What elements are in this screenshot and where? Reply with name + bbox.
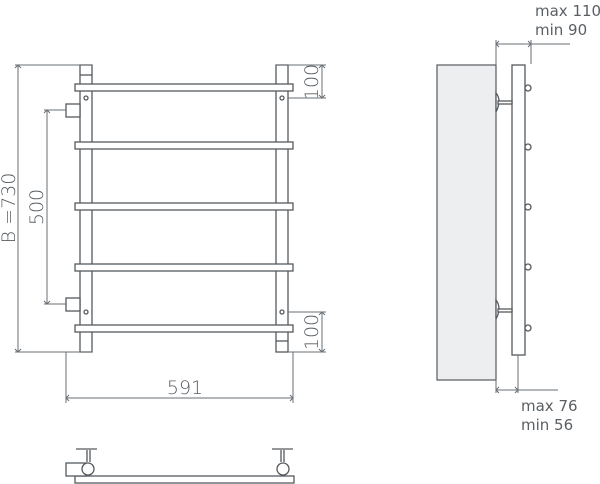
rung	[74, 141, 294, 150]
width-label: 591	[167, 377, 203, 399]
top-distance-dimension: max 110 min 90	[495, 2, 600, 65]
inlet-connector	[65, 103, 81, 118]
rung	[74, 263, 294, 272]
bottom-offset-label: 100	[301, 314, 323, 350]
width-dimension: 591	[65, 352, 294, 403]
side-view	[436, 64, 532, 381]
axis-distance-label: 500	[26, 189, 48, 225]
mount-hole	[279, 95, 285, 101]
front-view	[65, 64, 294, 353]
rung	[74, 202, 294, 211]
top-offset-dimension: 100	[276, 64, 326, 100]
height-dimension: B =730	[0, 64, 92, 353]
bottom-distance-max: max 76	[521, 397, 578, 415]
bottom-offset-dimension: 100	[288, 311, 326, 353]
top-distance-max: max 110	[535, 2, 600, 20]
bottom-distance-dimension: max 76 min 56	[495, 355, 578, 434]
mount-hole	[279, 309, 285, 315]
top-view	[65, 448, 295, 484]
side-rail	[511, 64, 526, 356]
rail-bar	[74, 475, 295, 484]
outlet-connector	[65, 297, 81, 312]
top-offset-label: 100	[301, 64, 323, 100]
rung	[74, 324, 294, 333]
bottom-distance-min: min 56	[521, 416, 573, 434]
wall	[436, 64, 497, 381]
height-label: B =730	[0, 173, 20, 244]
mount-hole	[83, 309, 89, 315]
mount-hole	[83, 95, 89, 101]
top-distance-min: min 90	[535, 21, 587, 39]
rung	[74, 83, 294, 92]
axis-distance-dimension: 500	[26, 109, 66, 305]
